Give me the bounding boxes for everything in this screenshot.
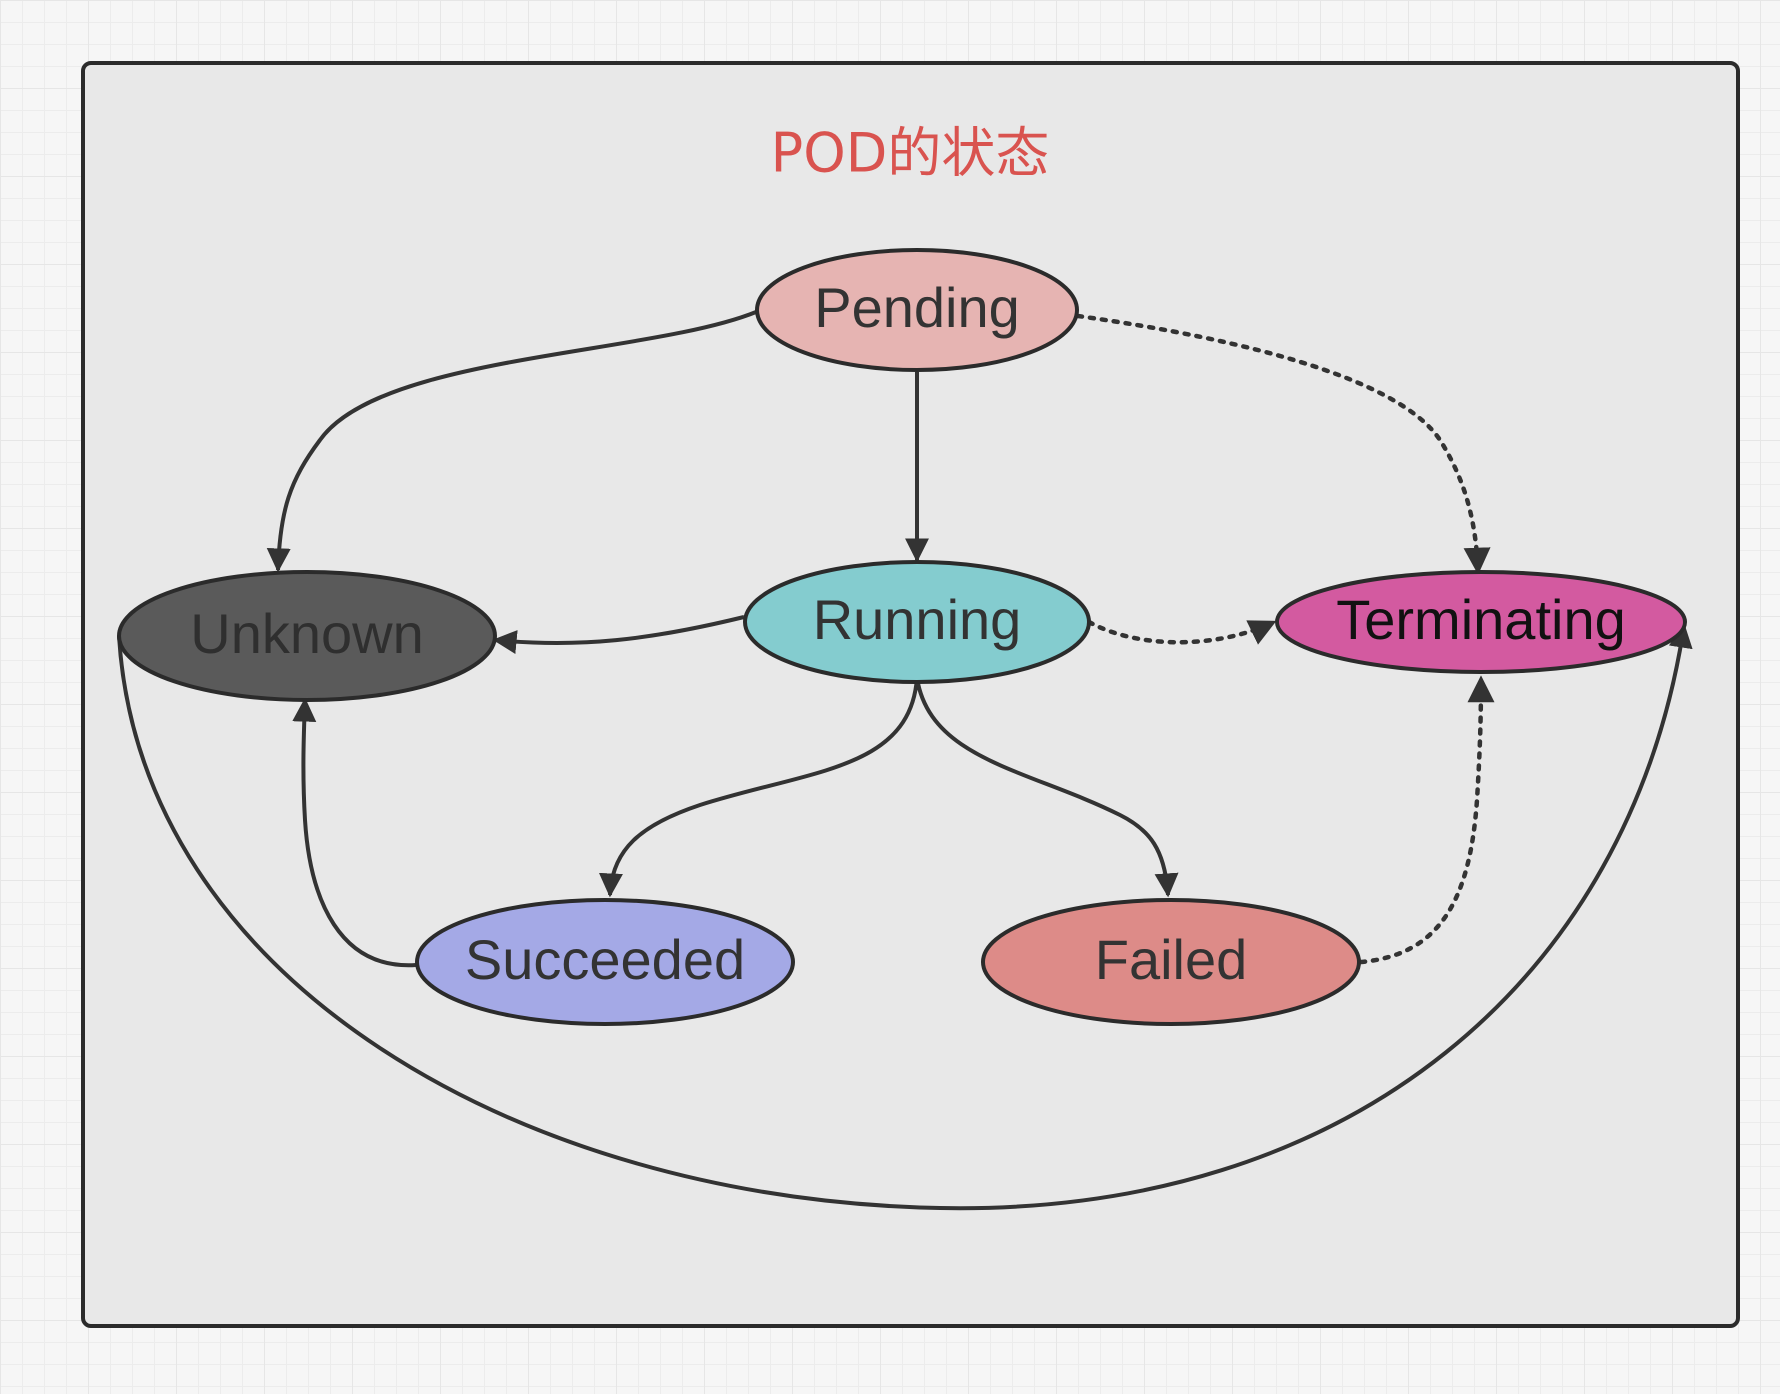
node-failed[interactable]: Failed [981,898,1361,1026]
node-unknown-shape [117,570,497,702]
edges [117,310,1693,1211]
edge-running-to-terminating [1086,619,1277,645]
diagram-title: POD的状态 [771,122,1050,185]
edge-pending-to-terminating [1075,313,1491,575]
edge-succeeded-to-unknown [292,697,417,968]
node-succeeded-shape [415,898,795,1026]
edge-running-to-unknown [492,615,745,654]
node-running-shape [743,560,1091,684]
node-succeeded[interactable]: Succeeded [415,898,795,1026]
node-pending-shape [755,248,1079,372]
edge-unknown-to-terminating [117,623,1693,1211]
edge-failed-to-terminating [1358,675,1495,965]
node-succeeded-label: Succeeded [465,928,745,991]
edge-running-to-failed [915,677,1179,898]
edge-running-to-succeeded [598,677,919,898]
node-failed-label: Failed [1095,928,1248,991]
node-terminating-shape [1275,570,1687,674]
edge-pending-to-unknown [266,310,757,573]
node-unknown[interactable]: Unknown [117,570,497,702]
node-terminating-label: Terminating [1336,588,1625,651]
node-pending[interactable]: Pending [755,248,1079,372]
node-running[interactable]: Running [743,560,1091,684]
node-unknown-label: Unknown [190,602,423,665]
node-running-label: Running [813,588,1022,651]
node-pending-label: Pending [814,276,1020,339]
node-failed-shape [981,898,1361,1026]
node-terminating[interactable]: Terminating [1275,570,1687,674]
